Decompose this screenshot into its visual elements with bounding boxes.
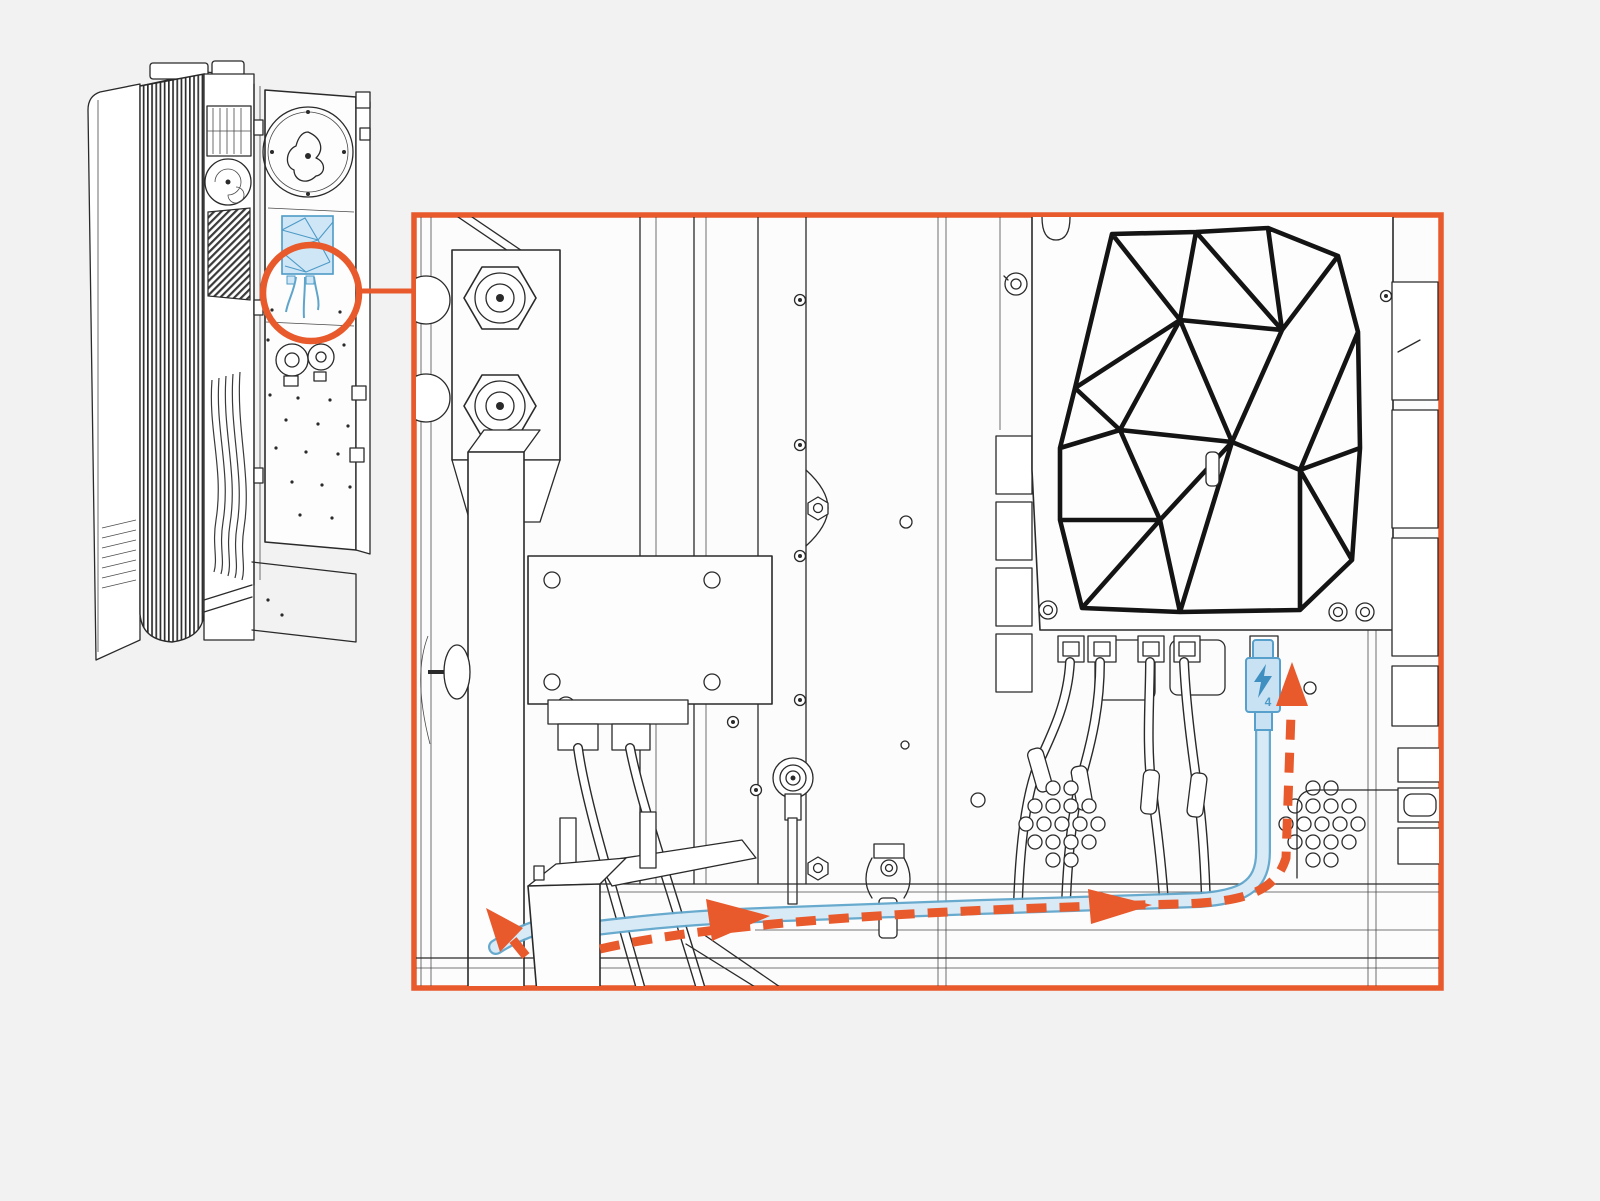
detail-view-content: 4: [416, 217, 1439, 986]
vent-slats: [101, 519, 137, 589]
hook-slot: [1041, 217, 1071, 241]
route-dashed-path: [598, 713, 1296, 954]
mid-arrow-right-1: [706, 899, 770, 941]
exit-arrow-tail: [509, 937, 530, 959]
port-arrow-up: [1276, 662, 1308, 706]
terminal-block: [547, 699, 689, 725]
cable-ferrules: [1027, 747, 1208, 818]
mid-arrow-right-2: [1088, 889, 1152, 924]
thunderbolt-connector: 4: [1245, 639, 1281, 731]
exit-bracket: [527, 811, 780, 986]
rounded-panel-corner: [1296, 789, 1439, 879]
center-rail-fasteners: [793, 293, 829, 707]
connector-label: 4: [1265, 695, 1272, 709]
pump-components: [275, 343, 335, 387]
rail-bolt: [1003, 272, 1028, 296]
mounting-plate: [527, 555, 773, 986]
door-latches: [349, 91, 371, 463]
hex-nut: [807, 856, 829, 881]
ground-ring-terminal: [726, 715, 829, 905]
interior-chase: [203, 73, 255, 641]
segmented-rail: [995, 217, 1033, 693]
triangulated-vent-panel: [1031, 217, 1394, 631]
door-hinge-column: [253, 83, 264, 586]
perforated-grid-left: [1018, 780, 1106, 868]
keyhole-slot: [1205, 451, 1220, 487]
fan-icon: [204, 158, 252, 206]
cabinet-overview-illustration: [87, 60, 371, 661]
cabinet-base: [251, 561, 357, 643]
contactor-bank: [206, 105, 252, 157]
thunderbolt-lightning-icon: [1254, 664, 1272, 698]
door-ring-device: [262, 106, 354, 198]
open-door: [262, 89, 371, 555]
cable-clamp: [865, 843, 911, 899]
cabinet-left-panel: [87, 83, 141, 661]
knob-handle: [428, 644, 471, 700]
vertical-post: [420, 429, 541, 986]
geometric-vent-pattern: [1057, 225, 1363, 615]
white-cables: [1018, 662, 1208, 902]
cable-route-overlay: [486, 662, 1308, 959]
vent-cone: [207, 207, 251, 301]
interior-cables: [210, 371, 247, 581]
right-rail: [1379, 281, 1439, 865]
exit-arrow-up-left: [486, 908, 523, 952]
cabinet-fins: [139, 73, 205, 643]
perforated-grid-right: [1278, 780, 1366, 868]
